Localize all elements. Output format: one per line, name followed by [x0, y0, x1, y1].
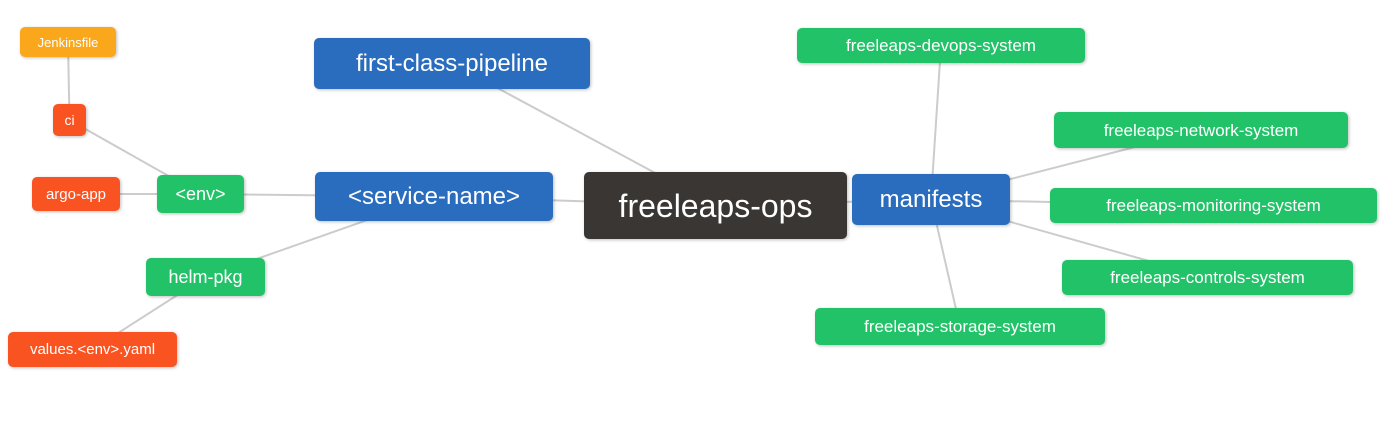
- node-values-env-yaml[interactable]: values.<env>.yaml: [8, 332, 177, 367]
- node-helm-pkg[interactable]: helm-pkg: [146, 258, 265, 296]
- node-controls-system[interactable]: freeleaps-controls-system: [1062, 260, 1353, 295]
- node-env[interactable]: <env>: [157, 175, 244, 213]
- node-service-name[interactable]: <service-name>: [315, 172, 553, 221]
- node-ci[interactable]: ci: [53, 104, 86, 136]
- node-jenkinsfile[interactable]: Jenkinsfile: [20, 27, 116, 57]
- node-storage-system[interactable]: freeleaps-storage-system: [815, 308, 1105, 345]
- node-manifests[interactable]: manifests: [852, 174, 1010, 225]
- node-first-class-pipeline[interactable]: first-class-pipeline: [314, 38, 590, 89]
- node-monitoring-system[interactable]: freeleaps-monitoring-system: [1050, 188, 1377, 223]
- node-freeleaps-ops[interactable]: freeleaps-ops: [584, 172, 847, 239]
- node-devops-system[interactable]: freeleaps-devops-system: [797, 28, 1085, 63]
- node-network-system[interactable]: freeleaps-network-system: [1054, 112, 1348, 148]
- node-argo-app[interactable]: argo-app: [32, 177, 120, 211]
